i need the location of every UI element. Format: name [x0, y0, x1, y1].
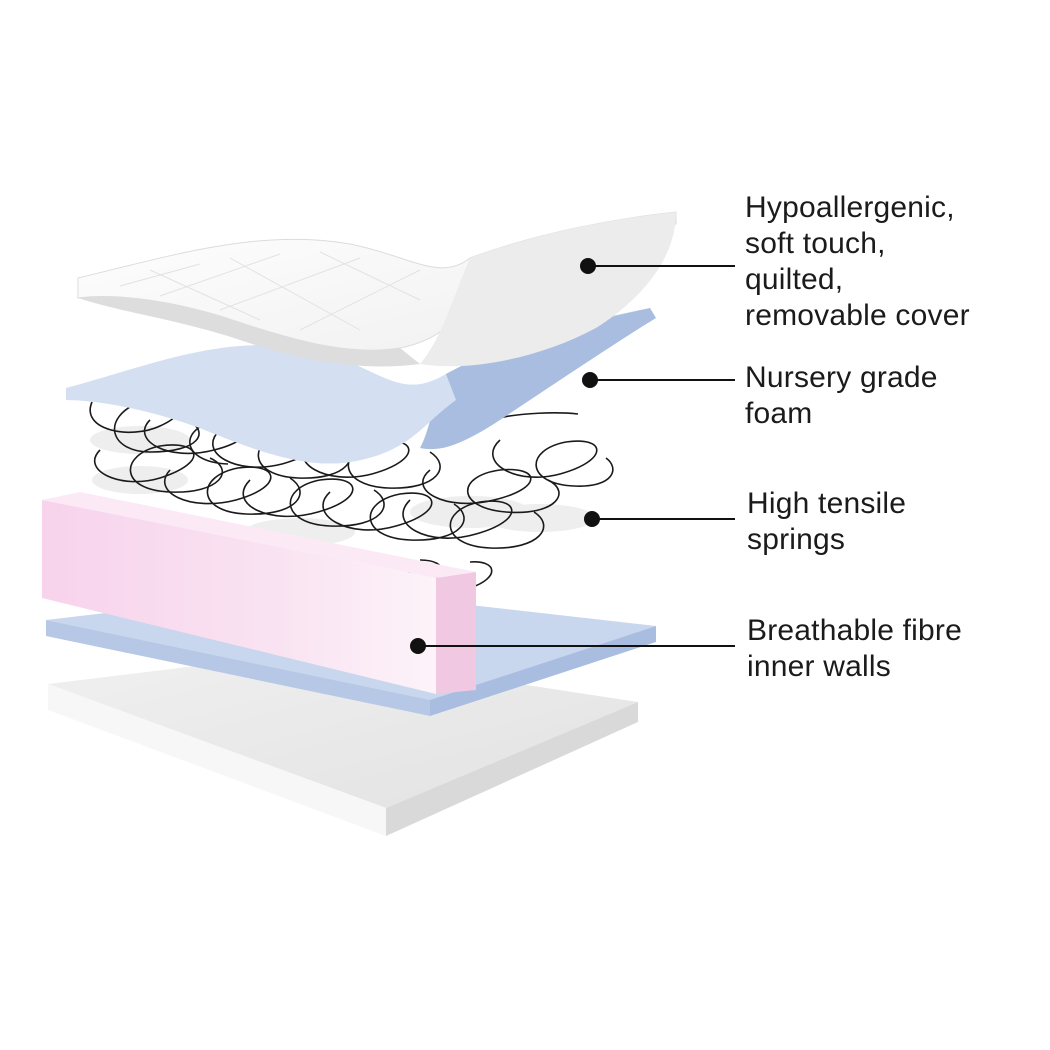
cover-pointer-dot: [580, 258, 596, 274]
walls-label: Breathable fibre inner walls: [747, 613, 962, 685]
foam-pointer-dot: [582, 372, 598, 388]
cover-label-line-1: Hypoallergenic,: [745, 191, 955, 224]
foam-label: Nursery grade foam: [745, 360, 938, 432]
leader-lines: [410, 258, 735, 654]
cover-label: Hypoallergenic, soft touch, quilted, rem…: [745, 190, 970, 334]
cover-label-line-4: removable cover: [745, 299, 970, 332]
quilting-pattern: [119, 251, 421, 331]
foam-label-line-1: Nursery grade: [745, 361, 938, 394]
quilted-cover: [77, 211, 677, 367]
springs-pointer-dot: [584, 511, 600, 527]
nursery-foam-sheet: [66, 308, 656, 464]
walls-label-line-2: inner walls: [747, 650, 891, 683]
cover-label-line-3: quilted,: [745, 263, 844, 296]
foam-label-line-2: foam: [745, 397, 813, 430]
springs-label-line-2: springs: [747, 523, 846, 556]
springs-label: High tensile springs: [747, 486, 906, 558]
cover-label-line-2: soft touch,: [745, 227, 886, 260]
walls-pointer-dot: [410, 638, 426, 654]
springs-label-line-1: High tensile: [747, 487, 907, 520]
walls-label-line-1: Breathable fibre: [747, 614, 963, 647]
fibre-inner-wall: [42, 492, 476, 694]
